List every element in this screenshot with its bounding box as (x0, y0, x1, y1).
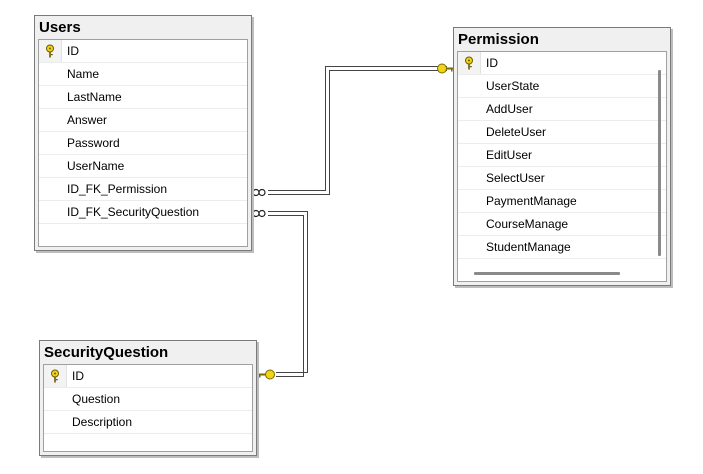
column-name: CourseManage (486, 217, 569, 231)
column-name: ID (67, 44, 79, 58)
permission-column-edituser[interactable]: EditUser (458, 144, 666, 167)
users-column-answer[interactable]: Answer (39, 109, 247, 132)
users-column-id-fk-permission[interactable]: ID_FK_Permission (39, 178, 247, 201)
securityquestion-table[interactable]: SecurityQuestion ID Question Description (39, 340, 257, 456)
permission-column-coursemanage[interactable]: CourseManage (458, 213, 666, 236)
key-icon (437, 63, 454, 74)
permission-column-studentmanage[interactable]: StudentManage (458, 236, 666, 259)
users-column-id-fk-securityquestion[interactable]: ID_FK_SecurityQuestion (39, 201, 247, 224)
relationship-users-permission (268, 66, 447, 195)
relationship-users-securityquestion (268, 211, 308, 377)
column-name: UserState (486, 79, 540, 93)
permission-column-paymentmanage[interactable]: PaymentManage (458, 190, 666, 213)
vertical-scrollbar[interactable] (658, 70, 661, 256)
horizontal-scrollbar[interactable] (474, 272, 620, 275)
column-name: PaymentManage (486, 194, 577, 208)
column-name: Name (67, 67, 100, 81)
column-name: ID (486, 56, 498, 70)
column-name: Answer (67, 113, 108, 127)
column-name: ID (72, 369, 84, 383)
users-columns: ID Name LastName Answer Password UserNam… (38, 39, 248, 247)
permission-table[interactable]: Permission ID UserState AddUser DeleteUs… (453, 27, 671, 286)
permission-columns: ID UserState AddUser DeleteUser EditUser… (457, 51, 667, 282)
users-column-password[interactable]: Password (39, 132, 247, 155)
primary-key-icon (46, 44, 54, 58)
securityquestion-column-question[interactable]: Question (44, 388, 252, 411)
column-name: EditUser (486, 148, 533, 162)
column-name: UserName (67, 159, 125, 173)
permission-column-selectuser[interactable]: SelectUser (458, 167, 666, 190)
primary-key-icon (51, 369, 59, 383)
permission-column-id[interactable]: ID (458, 52, 666, 75)
users-column-lastname[interactable]: LastName (39, 86, 247, 109)
infinity-icon (252, 188, 266, 197)
permission-table-title: Permission (458, 31, 539, 48)
securityquestion-column-id[interactable]: ID (44, 365, 252, 388)
permission-column-userstate[interactable]: UserState (458, 75, 666, 98)
permission-column-deleteuser[interactable]: DeleteUser (458, 121, 666, 144)
securityquestion-column-description[interactable]: Description (44, 411, 252, 434)
column-name: DeleteUser (486, 125, 547, 139)
users-table[interactable]: Users ID Name LastName Answer Password U… (34, 15, 252, 251)
column-name: ID_FK_SecurityQuestion (67, 205, 200, 219)
securityquestion-table-title: SecurityQuestion (44, 344, 169, 361)
securityquestion-columns: ID Question Description (43, 364, 253, 452)
infinity-icon (252, 209, 266, 218)
users-table-title: Users (39, 19, 81, 36)
column-name: Question (72, 392, 121, 406)
permission-column-adduser[interactable]: AddUser (458, 98, 666, 121)
column-name: Description (72, 415, 133, 429)
column-name: Password (67, 136, 120, 150)
column-name: SelectUser (486, 171, 545, 185)
column-name: AddUser (486, 102, 533, 116)
key-icon (258, 369, 275, 380)
column-name: StudentManage (486, 240, 571, 254)
users-column-name[interactable]: Name (39, 63, 247, 86)
column-name: ID_FK_Permission (67, 182, 168, 196)
column-name: LastName (67, 90, 122, 104)
users-column-username[interactable]: UserName (39, 155, 247, 178)
primary-key-icon (465, 56, 473, 70)
users-column-id[interactable]: ID (39, 40, 247, 63)
